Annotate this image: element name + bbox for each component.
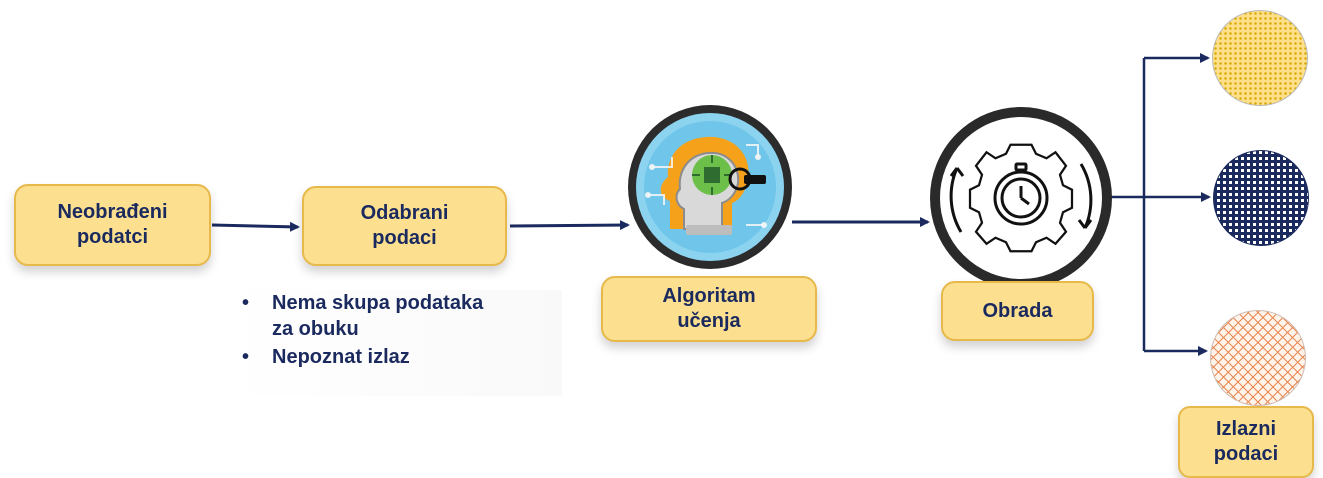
node-raw-data-label: Neobrađeni podatci xyxy=(57,201,168,248)
notes-list: • Nema skupa podataka za obuku • Nepozna… xyxy=(228,290,562,396)
node-selected-data-label: Odabrani podaci xyxy=(360,202,449,249)
note-text: Nepoznat izlaz xyxy=(272,346,410,368)
ai-head-chip-icon xyxy=(628,105,792,269)
node-processing: Obrada xyxy=(941,281,1094,341)
gear-stopwatch-cycle-icon xyxy=(930,107,1112,289)
arrow-raw-to-selected xyxy=(211,221,300,232)
arrow-selected-to-algorithm xyxy=(509,220,630,231)
orange-crosshatch-circle-icon xyxy=(1210,310,1306,406)
yellow-dots-circle-icon xyxy=(1212,10,1308,106)
node-learning-algorithm-label: Algoritam učenja xyxy=(662,285,756,332)
node-output-data-label: Izlazni podaci xyxy=(1213,418,1279,465)
node-selected-data: Odabrani podaci xyxy=(302,186,507,266)
note-item: • Nepoznat izlaz xyxy=(242,344,562,370)
node-output-data: Izlazni podaci xyxy=(1178,406,1314,478)
bullet-icon: • xyxy=(242,346,250,368)
navy-grid-circle-icon xyxy=(1213,150,1309,246)
node-raw-data: Neobrađeni podatci xyxy=(14,184,211,266)
note-item: • Nema skupa podataka za obuku xyxy=(242,290,562,342)
node-processing-label: Obrada xyxy=(982,299,1053,322)
node-learning-algorithm: Algoritam učenja xyxy=(601,276,817,342)
note-text: Nema skupa podataka za obuku xyxy=(272,292,484,340)
bullet-icon: • xyxy=(242,292,250,314)
